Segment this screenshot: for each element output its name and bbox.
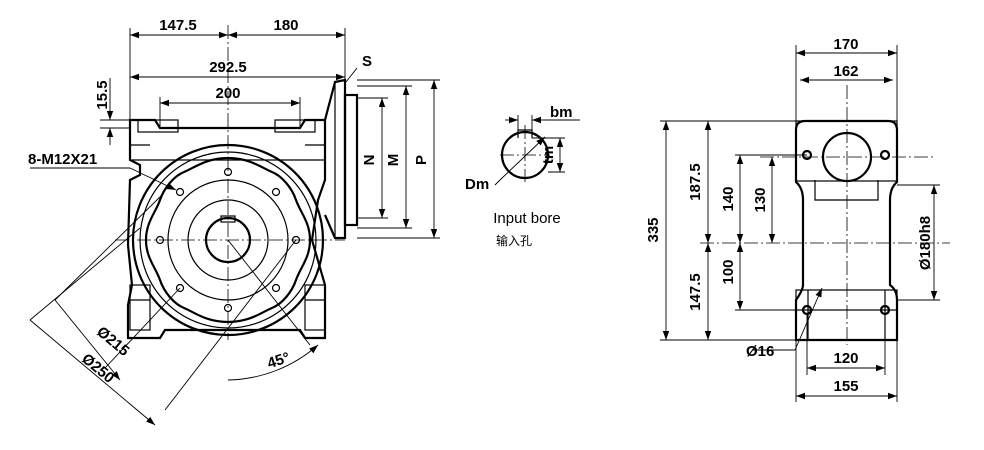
- flange-scalloped-edge: [144, 156, 312, 324]
- dim-147-5-side-label: 147.5: [687, 273, 704, 311]
- label-tm: tm: [540, 146, 557, 164]
- bore-caption: Input bore: [493, 210, 561, 227]
- label-n: N: [361, 155, 378, 166]
- bottom-right-pad: [304, 284, 326, 331]
- label-p: P: [413, 155, 430, 165]
- side-top-dimensions: 170 162: [795, 36, 898, 121]
- bore-caption-cn: 输入孔: [496, 233, 532, 248]
- bottom-left-pad: [129, 284, 151, 331]
- bolt-hole: [223, 167, 233, 177]
- label-bm: bm: [550, 104, 573, 121]
- top-left-foot: [137, 119, 179, 133]
- side-view: 170 162 335 187.5 147.5 140 100 130: [645, 36, 950, 402]
- housing-outline: [126, 118, 327, 340]
- side-housing: [700, 85, 950, 345]
- front-top-dimensions: 147.5 180 292.5 200 15.5: [94, 17, 346, 145]
- side-bolt-hole: [879, 149, 891, 161]
- dim-180-label: 180: [273, 17, 298, 34]
- bolt-hole: [271, 187, 281, 197]
- dim-16-label: Ø16: [746, 343, 774, 360]
- bolt-callout: 8-M12X21: [28, 151, 177, 191]
- side-right-dimensions: Ø180h8: [897, 184, 940, 301]
- dim-292-5-label: 292.5: [209, 59, 247, 76]
- dim-120-label: 120: [833, 350, 858, 367]
- bolt-hole: [291, 235, 301, 245]
- angle-dimension: 45°: [227, 239, 319, 381]
- dim-100-label: 100: [720, 259, 737, 284]
- label-dm: Dm: [465, 176, 489, 193]
- output-bore: [204, 216, 252, 264]
- dim-155-label: 155: [833, 378, 858, 395]
- dim-200-label: 200: [215, 85, 240, 102]
- dim-187-5-label: 187.5: [687, 163, 704, 201]
- dim-147-5-label: 147.5: [159, 17, 197, 34]
- dia-250-label: Ø250: [78, 350, 117, 387]
- dim-162-label: 162: [833, 63, 858, 80]
- input-bore-detail: bm tm Dm Input bore 输入孔: [465, 104, 580, 248]
- side-bottom-dimensions: Ø16 120 155: [746, 287, 898, 402]
- bolt-hole: [175, 283, 185, 293]
- dim-130-label: 130: [752, 187, 769, 212]
- flange-outer-circle: [131, 143, 325, 337]
- label-s: S: [362, 53, 372, 70]
- top-right-foot: [274, 119, 316, 133]
- front-view: 147.5 180 292.5 200 15.5 S N: [28, 17, 440, 426]
- bolt-hole: [271, 283, 281, 293]
- bolt-hole: [175, 187, 185, 197]
- label-m: M: [385, 154, 402, 167]
- dim-140-label: 140: [720, 186, 737, 211]
- flange-dimensions: S N M P: [345, 53, 440, 239]
- angle-45-label: 45°: [265, 349, 292, 372]
- input-flange: [323, 78, 359, 240]
- output-flange: [131, 143, 325, 337]
- side-left-dimensions: 335 187.5 147.5 140 100 130: [645, 120, 807, 341]
- dim-170-label: 170: [833, 36, 858, 53]
- dim-180h8-label: Ø180h8: [917, 216, 934, 270]
- bolt-hole: [155, 235, 165, 245]
- bolt-label: 8-M12X21: [28, 151, 97, 168]
- bolt-hole: [223, 303, 233, 313]
- dim-335-label: 335: [645, 217, 662, 242]
- dim-15-5-label: 15.5: [94, 80, 111, 109]
